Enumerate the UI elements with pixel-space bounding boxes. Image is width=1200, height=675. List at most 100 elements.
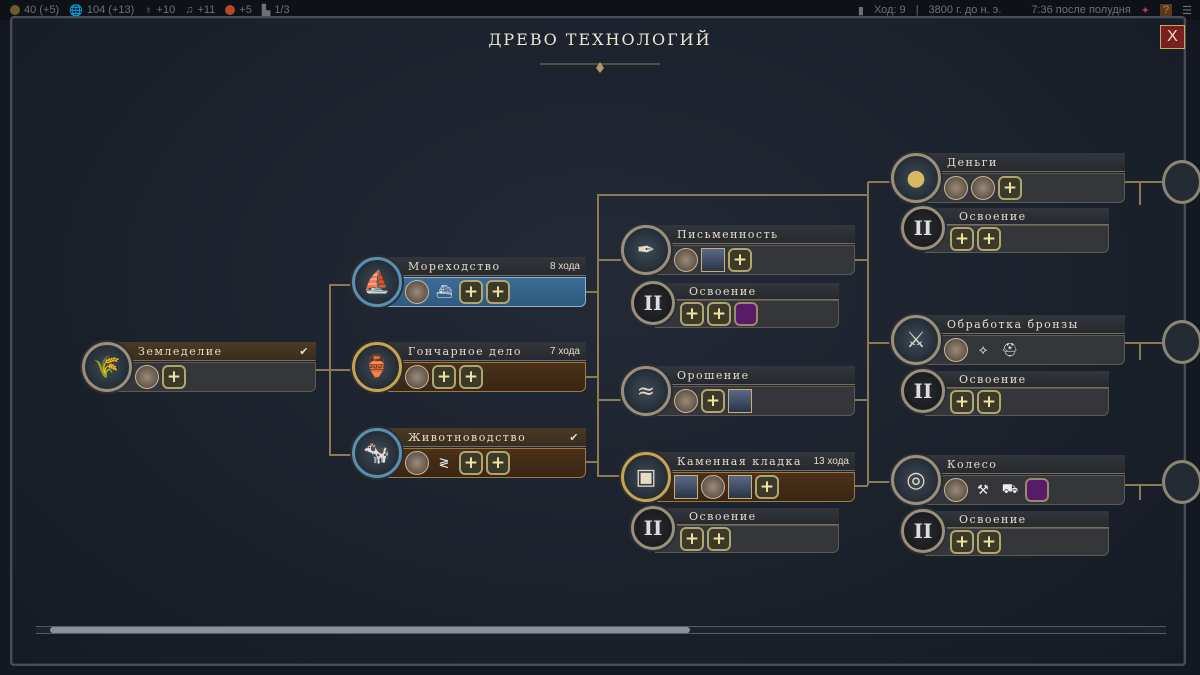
wonder-icon[interactable] xyxy=(701,248,725,272)
tech-node-sailing[interactable]: ⛵ Мореходство 8 хода ⛴ ++ xyxy=(352,257,592,309)
plus-icon[interactable]: + xyxy=(701,389,725,413)
title-ornament xyxy=(540,62,660,73)
unit-icon[interactable]: ⛴ xyxy=(435,284,453,300)
unit-icon[interactable]: ⛑ xyxy=(1001,342,1019,358)
unit-icon[interactable]: ≷ xyxy=(438,455,450,471)
building-icon[interactable] xyxy=(674,248,698,272)
plus-icon[interactable]: + xyxy=(459,451,483,475)
tech-node-currency[interactable]: ●Деньги+ xyxy=(891,153,1131,205)
plus-icon[interactable]: + xyxy=(977,390,1001,414)
stats-icon[interactable]: ▮ xyxy=(857,4,864,17)
mastery-node-writing[interactable]: II Освоение ++ xyxy=(625,281,845,335)
building-icon[interactable] xyxy=(405,451,429,475)
offscreen-tech-node[interactable] xyxy=(1162,160,1200,204)
plus-icon[interactable]: + xyxy=(432,365,456,389)
turn-counter: Ход: 9 xyxy=(873,4,906,16)
unit-icon[interactable]: ⚒ xyxy=(977,482,989,498)
unlocks: ⟡⛑ xyxy=(913,335,1125,365)
tech-name: Колесо xyxy=(947,458,998,471)
resource-icon[interactable] xyxy=(734,302,758,326)
plus-icon[interactable]: + xyxy=(459,365,483,389)
plus-icon[interactable]: + xyxy=(977,227,1001,251)
plus-icon[interactable]: + xyxy=(998,176,1022,200)
plus-icon[interactable]: + xyxy=(755,475,779,499)
scrollbar-thumb[interactable] xyxy=(50,627,690,633)
plus-icon[interactable]: + xyxy=(728,248,752,272)
science-resource: 🌐104 (+13) xyxy=(69,4,134,17)
plus-icon[interactable]: + xyxy=(977,530,1001,554)
unlocks: + xyxy=(104,362,316,392)
building-icon[interactable] xyxy=(701,475,725,499)
science-value: 104 (+13) xyxy=(86,4,135,16)
mastery-icon: II xyxy=(901,369,945,413)
year-display: 3800 г. до н. э. xyxy=(928,4,1002,16)
horizontal-scrollbar[interactable] xyxy=(36,626,1166,634)
tech-name: Деньги xyxy=(947,156,998,169)
plus-icon[interactable]: + xyxy=(162,365,186,389)
building-icon[interactable] xyxy=(674,389,698,413)
tech-node-writing[interactable]: ✒Письменность+ xyxy=(621,225,861,277)
unlocks: + xyxy=(643,386,855,416)
building-icon[interactable] xyxy=(135,365,159,389)
wonder-icon[interactable] xyxy=(728,389,752,413)
tech-node-irrigation[interactable]: ≈Орошение+ xyxy=(621,366,861,418)
faith-resource: ♁+10 xyxy=(144,4,175,16)
unit-icon[interactable]: ⟡ xyxy=(978,342,988,358)
plus-icon[interactable]: + xyxy=(707,302,731,326)
writing-icon: ✒ xyxy=(621,225,671,275)
wonder-icon[interactable] xyxy=(674,475,698,499)
offscreen-tech-node[interactable] xyxy=(1162,460,1200,504)
top-bar: 40 (+5) 🌐104 (+13) ♁+10 ♫+11 +5 ▙1/3 ▮ Х… xyxy=(0,0,1200,20)
tech-name: Мореходство xyxy=(408,260,501,273)
diplomacy-icon[interactable]: ✦ xyxy=(1140,4,1150,17)
tech-node-animal-husbandry[interactable]: 🐄Животноводство✔≷++ xyxy=(352,428,592,480)
help-icon[interactable]: ? xyxy=(1160,4,1173,16)
building-icon[interactable] xyxy=(944,338,968,362)
turns-remaining: 8 хода xyxy=(550,261,580,272)
building-icon[interactable] xyxy=(971,176,995,200)
building-icon[interactable] xyxy=(944,176,968,200)
tech-name: Гончарное дело xyxy=(408,345,522,358)
mastery-name: Освоение xyxy=(959,513,1027,526)
resource-icon[interactable] xyxy=(1025,478,1049,502)
plus-icon[interactable]: + xyxy=(950,530,974,554)
tech-node-bronze-working[interactable]: ⚔Обработка бронзы⟡⛑ xyxy=(891,315,1131,367)
wonder-icon[interactable] xyxy=(728,475,752,499)
unlocks: ++ xyxy=(655,525,839,553)
plus-icon[interactable]: + xyxy=(707,527,731,551)
unlocks: ≷ ++ xyxy=(374,448,586,478)
plus-icon[interactable]: + xyxy=(486,451,510,475)
building-icon[interactable] xyxy=(405,280,429,304)
tech-node-agriculture[interactable]: 🌾Земледелие✔+ xyxy=(82,342,322,394)
building-icon[interactable] xyxy=(405,365,429,389)
menu-icon[interactable]: ☰ xyxy=(1182,4,1192,17)
plus-icon[interactable]: + xyxy=(950,227,974,251)
happiness-value: +5 xyxy=(239,4,252,16)
mastery-name: Освоение xyxy=(689,285,757,298)
unlocks: + xyxy=(913,173,1125,203)
plus-icon[interactable]: + xyxy=(459,280,483,304)
plus-icon[interactable]: + xyxy=(486,280,510,304)
tech-node-wheel[interactable]: ◎Колесо⚒⛟ xyxy=(891,455,1131,507)
plus-icon[interactable]: + xyxy=(950,390,974,414)
culture-value: +11 xyxy=(197,4,216,16)
unlocks: ++ xyxy=(374,362,586,392)
tech-name: Каменная кладка xyxy=(677,455,802,468)
unlocks: ⛴ ++ xyxy=(374,277,586,307)
sailing-icon: ⛵ xyxy=(352,257,402,307)
turns-remaining: 13 хода xyxy=(813,456,849,467)
unit-icon[interactable]: ⛟ xyxy=(1001,481,1019,497)
plus-icon[interactable]: + xyxy=(680,527,704,551)
close-button[interactable]: X xyxy=(1160,25,1185,49)
offscreen-tech-node[interactable] xyxy=(1162,320,1200,364)
plus-icon[interactable]: + xyxy=(680,302,704,326)
mastery-icon: II xyxy=(631,281,675,325)
building-icon[interactable] xyxy=(944,478,968,502)
gold-resource: 40 (+5) xyxy=(10,4,59,16)
